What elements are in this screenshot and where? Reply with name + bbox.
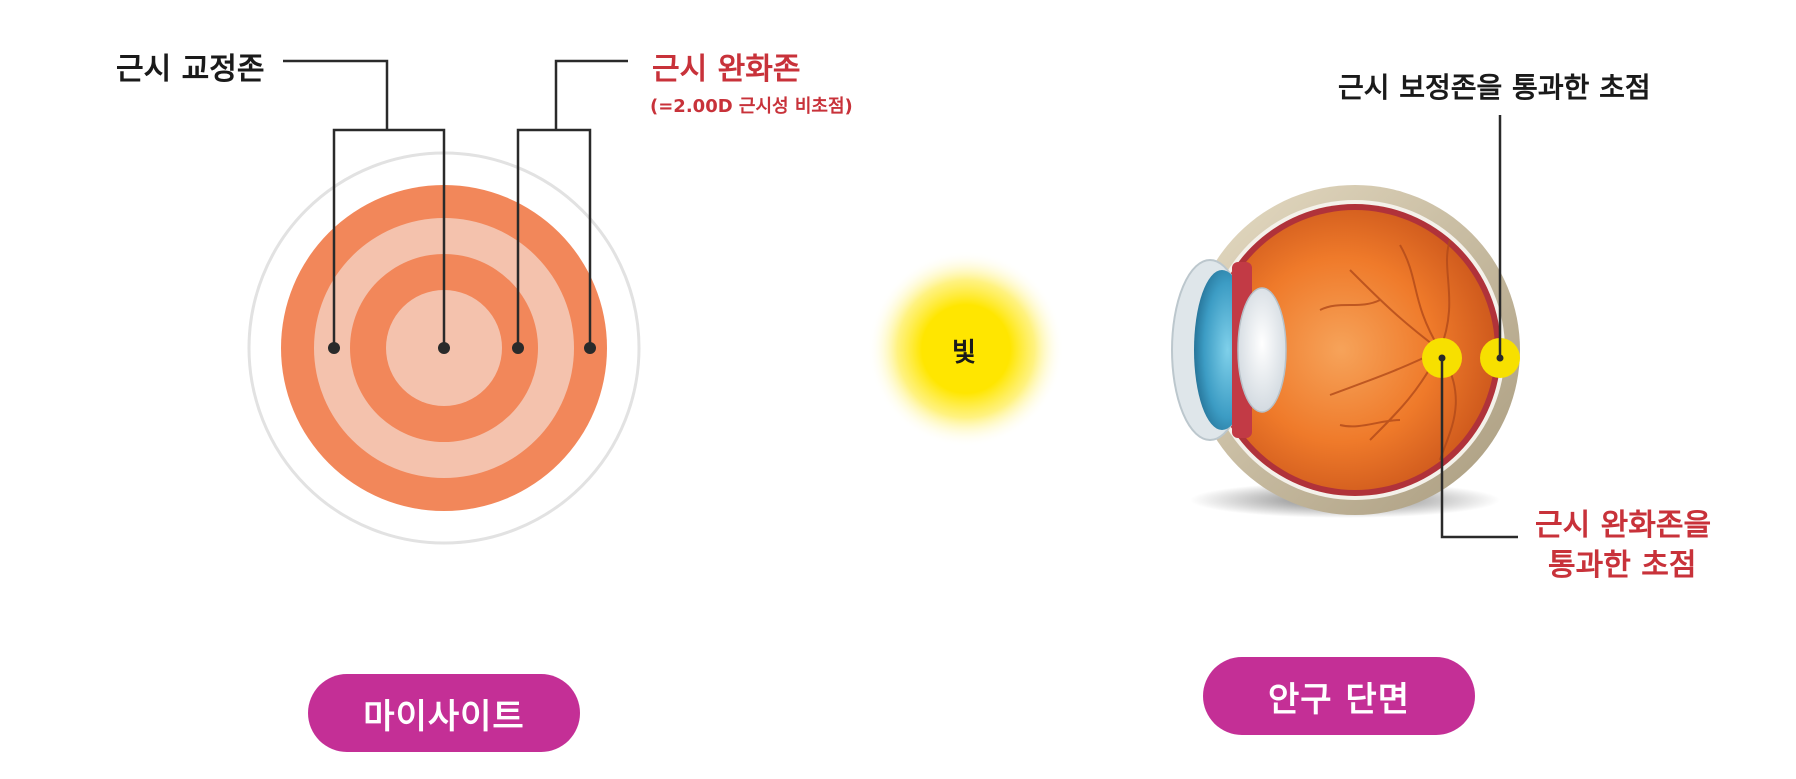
lens-caption-pill: 마이사이트 — [308, 674, 580, 752]
lens-caption: 마이사이트 — [363, 689, 524, 738]
eye-caption: 안구 단면 — [1268, 672, 1410, 721]
correction-focus-label: 근시 보정존을 통과한 초점 — [1338, 66, 1651, 106]
relief-focus-label-line2: 통과한 초점 — [1548, 540, 1696, 584]
correction-zone-label: 근시 교정존 — [116, 44, 264, 88]
relief-focus-label-line1: 근시 완화존을 — [1535, 500, 1711, 544]
eye-cross-section — [1172, 185, 1520, 518]
relief-zone-label: 근시 완화존 — [652, 44, 800, 88]
light-label: 빛 — [952, 332, 976, 369]
relief-zone-note: (=2.00D 근시성 비초점) — [650, 92, 853, 118]
eye-lens — [1238, 288, 1286, 412]
eye-caption-pill: 안구 단면 — [1203, 657, 1475, 735]
